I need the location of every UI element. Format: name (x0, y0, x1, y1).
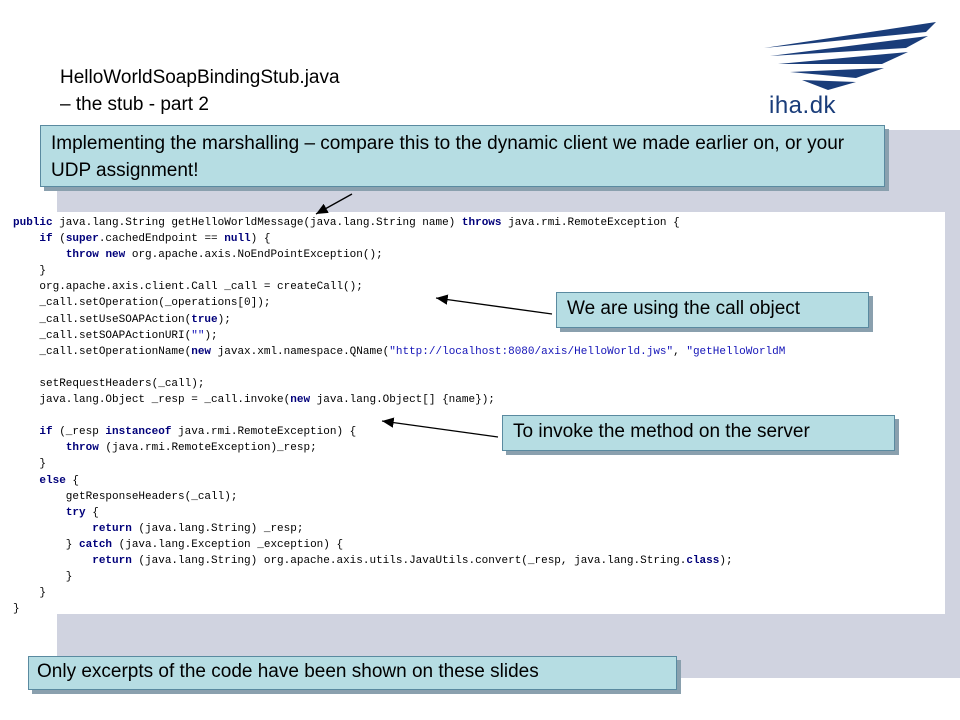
code-line: return (java.lang.String) _resp; (92, 522, 304, 535)
title-line-1: HelloWorldSoapBindingStub.java (60, 67, 340, 88)
code-line: throw new org.apache.axis.NoEndPointExce… (65, 249, 383, 262)
code-line: _call.setUseSOAPAction(true); (13, 313, 231, 326)
callout-marshalling: Implementing the marshalling – compare t… (40, 125, 885, 187)
code-line: getResponseHeaders(_call); (13, 490, 238, 503)
code-line: _call.setSOAPActionURI(""); (13, 329, 218, 342)
code-line: } (13, 571, 73, 584)
code-line: _call.setOperationName(new javax.xml.nam… (13, 345, 786, 358)
code-line: if (_resp instanceof java.rmi.RemoteExce… (39, 426, 357, 439)
code-line: setRequestHeaders(_call); (13, 377, 205, 390)
code-line: return (java.lang.String) org.apache.axi… (92, 554, 733, 567)
iha-logo-icon (764, 22, 936, 90)
code-line: } (13, 458, 47, 471)
callout-excerpt: Only excerpts of the code have been show… (28, 656, 677, 690)
code-line: else { (39, 474, 80, 487)
code-line: _call.setOperation(_operations[0]); (13, 297, 271, 310)
code-line: try { (65, 506, 99, 519)
code-line: throw (java.rmi.RemoteException)_resp; (65, 442, 317, 455)
title-line-2: – the stub - part 2 (60, 94, 209, 115)
code-line: java.lang.Object _resp = _call.invoke(ne… (13, 394, 495, 407)
code-line: } catch (java.lang.Exception _exception)… (13, 538, 344, 551)
code-line: } (13, 265, 47, 278)
code-line: } (13, 587, 47, 600)
code-line: } (13, 603, 20, 614)
callout-call-object: We are using the call object (556, 292, 869, 328)
code-block: public java.lang.String getHelloWorldMes… (8, 212, 945, 614)
code-line: public java.lang.String getHelloWorldMes… (13, 217, 680, 229)
slide-title: HelloWorldSoapBindingStub.java – the stu… (60, 64, 340, 118)
code-line: if (super.cachedEndpoint == null) { (39, 233, 271, 246)
callout-invoke: To invoke the method on the server (502, 415, 895, 451)
code-text: public java.lang.String getHelloWorldMes… (13, 215, 785, 614)
code-line: org.apache.axis.client.Call _call = crea… (13, 281, 363, 294)
logo-text: iha.dk (769, 92, 837, 119)
code-line (13, 360, 785, 376)
